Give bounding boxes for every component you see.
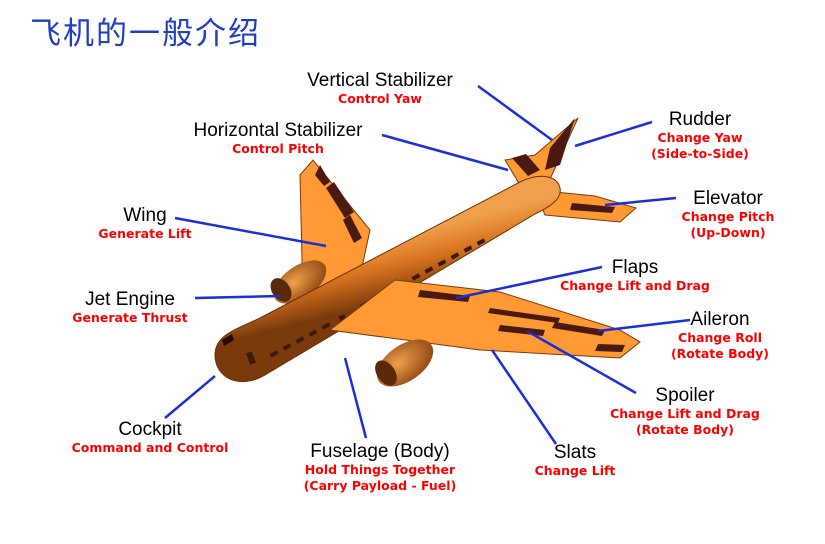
part-name: Fuselage (Body) (310, 441, 450, 462)
part-description: (Up-Down) (690, 225, 766, 240)
part-name: Cockpit (118, 419, 182, 440)
part-description: Control Yaw (338, 91, 422, 106)
part-name: Jet Engine (85, 289, 175, 310)
leader-elevator (604, 196, 677, 207)
label-wing: Wing Generate Lift (80, 205, 210, 242)
leader-fuselage (343, 357, 368, 439)
part-description: Generate Thrust (72, 310, 188, 325)
leader-cockpit (164, 375, 216, 419)
part-description: Change Lift and Drag (610, 406, 760, 421)
cockpit-window-shape (222, 334, 234, 346)
label-fuselage: Fuselage (Body) Hold Things Together (Ca… (280, 441, 480, 494)
leader-vertical-stabilizer (477, 84, 553, 142)
part-name: Wing (123, 205, 167, 226)
label-vertical-stabilizer: Vertical Stabilizer Control Yaw (285, 70, 475, 107)
part-description: (Carry Payload - Fuel) (303, 478, 457, 493)
page-title: 飞机的一般介绍 (30, 16, 261, 52)
leader-jet-engine (194, 294, 281, 300)
part-description: Hold Things Together (304, 462, 456, 477)
jet-engine-right-shape (375, 339, 434, 387)
leader-wing (174, 216, 327, 248)
part-description: (Rotate Body) (670, 346, 770, 361)
part-name: Vertical Stabilizer (307, 70, 453, 91)
part-name: Horizontal Stabilizer (193, 120, 363, 141)
part-description: Change Lift and Drag (560, 278, 710, 293)
leader-spoiler (526, 329, 637, 395)
label-horizontal-stabilizer: Horizontal Stabilizer Control Pitch (168, 120, 388, 157)
part-name: Rudder (668, 109, 732, 130)
part-name: Flaps (611, 257, 659, 278)
part-description: Control Pitch (232, 141, 324, 156)
label-spoiler: Spoiler Change Lift and Drag (Rotate Bod… (600, 385, 770, 438)
part-description: Change Pitch (681, 209, 775, 224)
label-cockpit: Cockpit Command and Control (65, 419, 235, 456)
fuselage-shape (214, 175, 561, 383)
part-name: Elevator (693, 188, 763, 209)
aileron-shape (552, 322, 605, 336)
right-wing-shape (328, 279, 641, 359)
label-rudder: Rudder Change Yaw (Side-to-Side) (640, 109, 760, 162)
leader-slats (490, 349, 558, 445)
leader-rudder (574, 120, 653, 148)
label-elevator: Elevator Change Pitch (Up-Down) (668, 188, 788, 241)
part-description: (Side-to-Side) (651, 146, 749, 161)
part-name: Spoiler (655, 385, 715, 406)
part-description: Generate Lift (98, 226, 192, 241)
part-name: Aileron (690, 309, 750, 330)
part-description: Change Roll (678, 330, 762, 345)
elevator-shape (570, 203, 615, 213)
leader-flaps (455, 265, 603, 300)
label-slats: Slats Change Lift (520, 442, 630, 479)
label-aileron: Aileron Change Roll (Rotate Body) (660, 309, 780, 362)
part-description: (Rotate Body) (635, 422, 735, 437)
label-flaps: Flaps Change Lift and Drag (555, 257, 715, 294)
part-description: Change Lift (534, 463, 616, 478)
part-description: Change Yaw (657, 130, 743, 145)
leader-aileron (597, 318, 691, 333)
leader-horizontal-stabilizer (381, 133, 509, 172)
rudder-shape (545, 118, 575, 170)
part-description: Command and Control (71, 440, 229, 455)
part-name: Slats (553, 442, 597, 463)
label-jet-engine: Jet Engine Generate Thrust (60, 289, 200, 326)
